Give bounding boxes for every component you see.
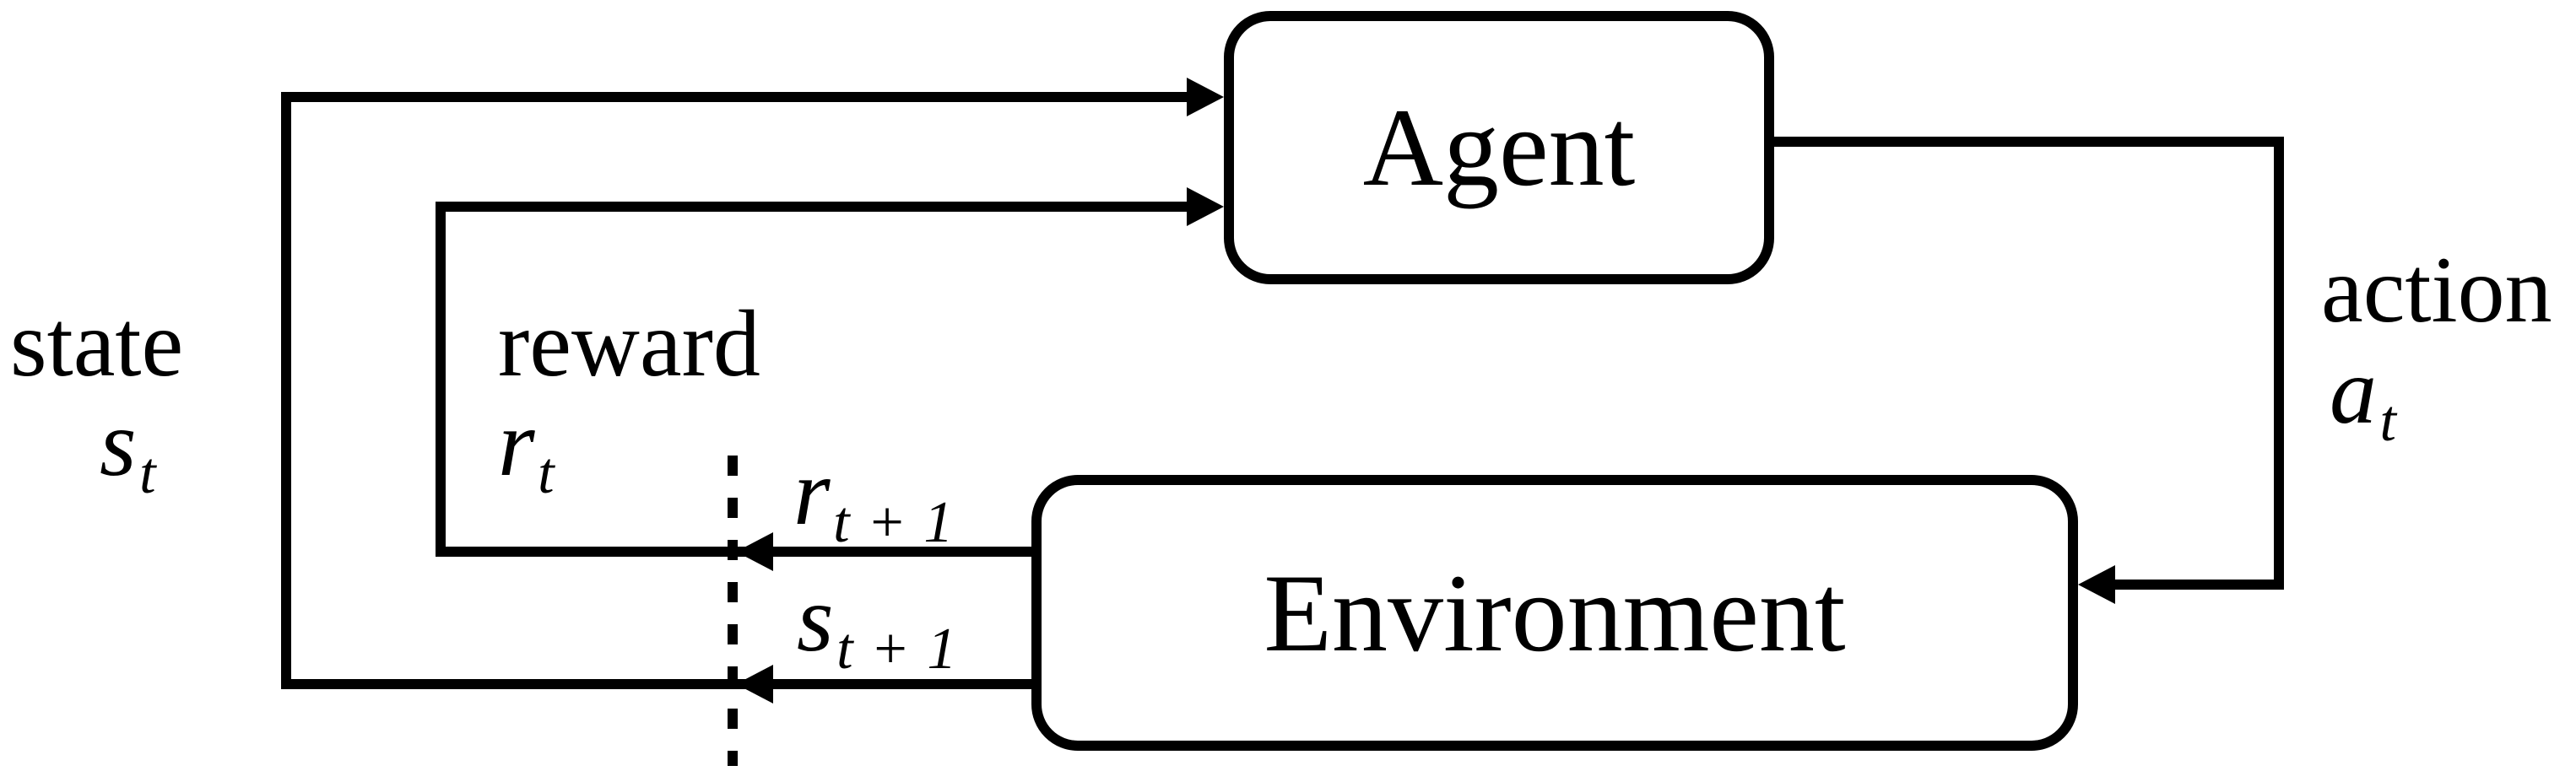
agent-label: Agent — [1362, 85, 1636, 209]
node-environment: Environment — [1031, 475, 2078, 751]
next-reward-symbol: rt + 1 — [793, 445, 955, 553]
arrowhead-next-state-icon — [736, 665, 773, 704]
state-symbol-subscript: t — [139, 441, 157, 506]
arrowhead-action-into-environment-icon — [2078, 565, 2115, 604]
reward-symbol-subscript: t — [538, 441, 555, 506]
next-reward-symbol-subscript: t + 1 — [833, 490, 955, 555]
next-state-symbol-letter: s — [797, 567, 834, 671]
time-boundary-dashed-line — [728, 456, 738, 766]
state-line-to-agent — [281, 92, 1192, 102]
reward-symbol: rt — [498, 396, 555, 504]
next-state-symbol: st + 1 — [797, 572, 958, 679]
node-agent: Agent — [1224, 11, 1774, 284]
reward-line-to-agent — [436, 202, 1192, 212]
action-line-vertical — [2274, 137, 2284, 590]
next-reward-symbol-letter: r — [793, 440, 831, 545]
action-line-to-environment — [2115, 580, 2284, 590]
reward-label-word: reward — [498, 292, 760, 396]
next-state-symbol-subscript: t + 1 — [836, 617, 958, 682]
state-symbol: st — [100, 396, 157, 504]
arrowhead-reward-into-agent-icon — [1187, 187, 1224, 226]
arrowhead-next-reward-icon — [736, 532, 773, 571]
environment-label: Environment — [1264, 550, 1846, 675]
action-label-word: action — [2321, 238, 2552, 342]
action-symbol-subscript: t — [2379, 389, 2398, 454]
action-symbol-letter: a — [2330, 339, 2377, 444]
arrowhead-state-into-agent-icon — [1187, 78, 1224, 116]
reward-loop-line-vertical — [436, 202, 446, 557]
reward-symbol-letter: r — [498, 391, 535, 496]
action-line-from-agent — [1764, 137, 2284, 147]
action-symbol: at — [2330, 344, 2397, 451]
state-loop-line-vertical — [281, 92, 291, 689]
next-state-line — [281, 679, 1042, 689]
state-label-word: state — [10, 292, 184, 396]
state-symbol-letter: s — [100, 391, 137, 496]
